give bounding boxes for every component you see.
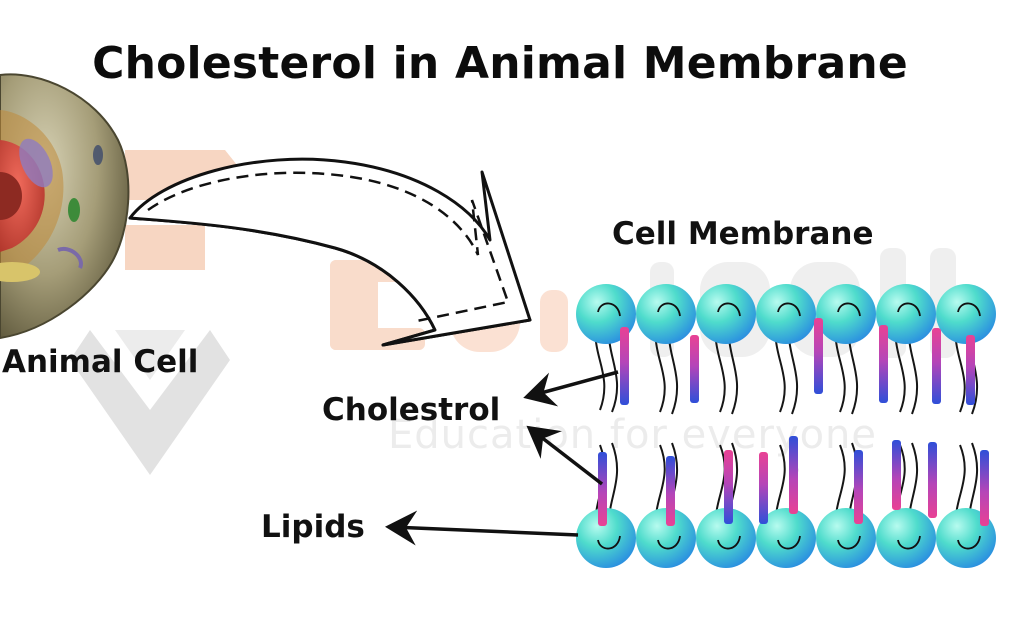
animal-cell-label: Animal Cell	[2, 344, 199, 380]
cell-membrane-label: Cell Membrane	[612, 216, 874, 252]
lipids-label: Lipids	[261, 509, 365, 545]
lipids-pointer	[385, 510, 579, 546]
head-strands-upper	[597, 302, 981, 317]
cell-membrane-bilayer	[576, 284, 996, 568]
cholesterol-label: Cholestrol	[322, 392, 501, 428]
eduinput-logo-icon	[70, 150, 245, 475]
animal-cell-illustration	[0, 73, 130, 340]
lipid-heads-lower	[576, 508, 996, 568]
pointer-arrows	[385, 370, 619, 546]
cholesterol-lower	[598, 436, 989, 526]
cholesterol-upper	[620, 318, 975, 405]
curved-arrow-icon	[128, 157, 532, 347]
page-title: Cholesterol in Animal Membrane	[92, 38, 908, 89]
cholesterol-pointer-lower	[526, 425, 604, 486]
head-strands-lower	[597, 535, 981, 550]
cholesterol-pointer-upper	[523, 370, 619, 407]
